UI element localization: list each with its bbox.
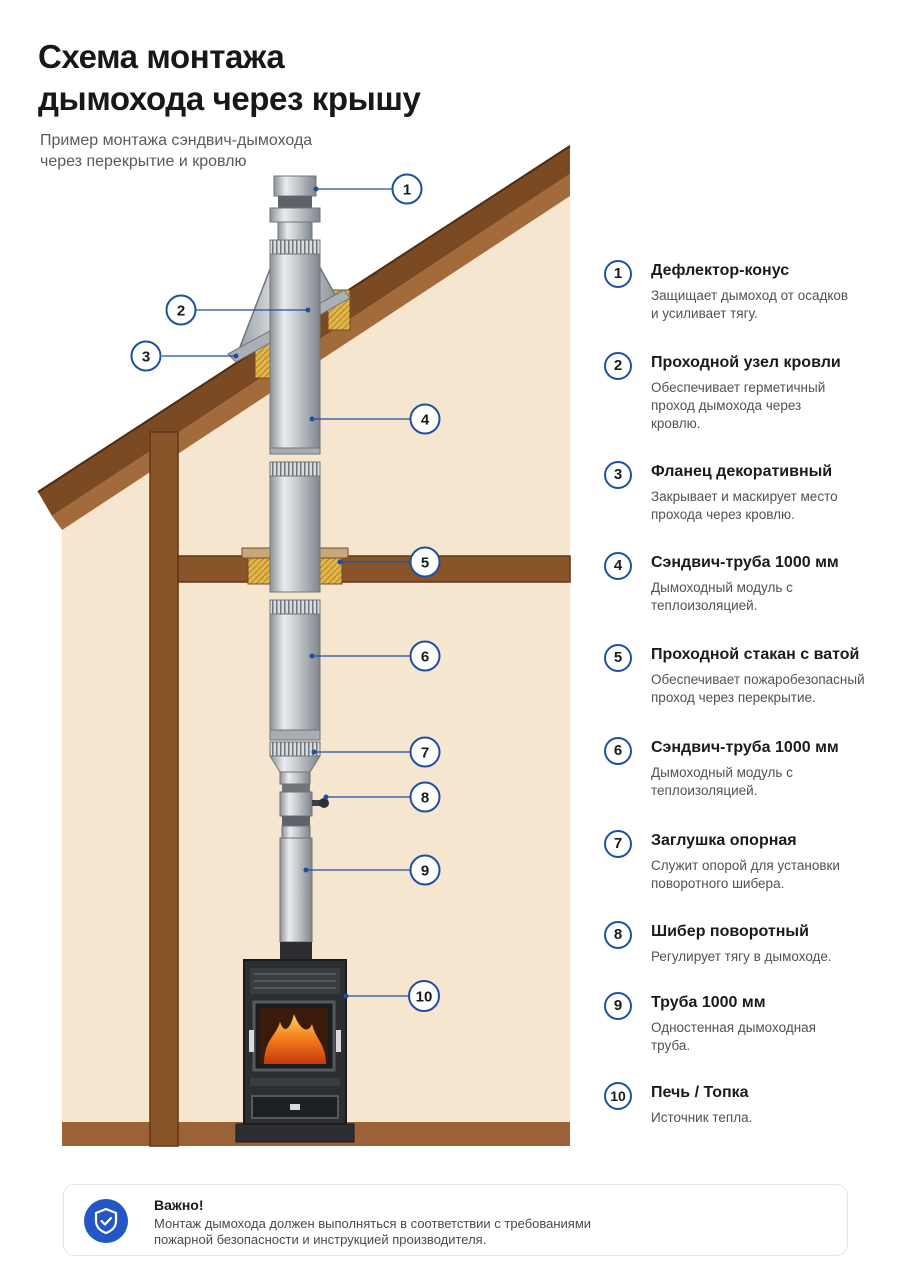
legend-number: 1 [604,260,632,288]
notice-text-line-1: Монтаж дымохода должен выполняться в соо… [154,1216,592,1231]
legend-description: Защищает дымоход от осадков и усиливает … [651,288,849,321]
legend-number: 8 [604,921,632,949]
callout-markers: 1 2 3 4 5 6 [130,173,441,1012]
single-wall-pipe [279,825,313,962]
callout-8: 8 [323,781,441,813]
callout-9-label: 9 [421,863,429,880]
callout-6-label: 6 [421,649,429,666]
legend-description: Закрывает и маскирует место прохода чере… [651,489,838,522]
notice-title: Важно! [154,1197,204,1213]
callout-5: 5 [337,546,441,578]
legend-number: 2 [604,352,632,380]
shield-check-icon [84,1199,128,1243]
legend-title: Проходной узел кровли [651,354,841,371]
stove [235,959,355,1143]
legend-number: 6 [604,737,632,765]
callout-2-label: 2 [177,303,185,320]
rotary-damper [279,784,329,826]
important-notice: Важно! Монтаж дымохода должен выполнятьс… [63,1184,848,1256]
notice-text: Монтаж дымохода должен выполняться в соо… [154,1216,754,1248]
callout-10-label: 10 [416,989,433,1006]
legend-title: Труба 1000 мм [651,994,766,1011]
legend-number: 5 [604,644,632,672]
legend-description: Регулирует тягу в дымоходе. [651,949,832,964]
callout-9: 9 [303,854,441,886]
legend-title: Заглушка опорная [651,832,797,849]
legend-title: Фланец декоративный [651,463,833,480]
legend-title: Дефлектор-конус [651,262,790,279]
legend-number: 10 [604,1082,632,1110]
callout-4: 4 [309,403,441,435]
callout-4-label: 4 [421,412,430,429]
callout-8-label: 8 [421,790,429,807]
callout-3: 3 [130,340,239,372]
legend-title: Сэндвич-труба 1000 мм [651,739,839,756]
fire [264,1014,326,1064]
page-title-line-2: дымохода через крышу [38,80,421,117]
legend-description: Обеспечивает пожаробезопасный проход чер… [651,672,865,705]
legend-description: Служит опорой для установки поворотного … [651,858,840,891]
callout-7: 7 [311,736,441,768]
legend-description: Дымоходный модуль с теплоизоляцией. [651,765,793,798]
page-title-line-1: Схема монтажа [38,38,285,75]
callout-10: 10 [343,980,440,1012]
legend-description: Дымоходный модуль с теплоизоляцией. [651,580,793,613]
legend-description: Источник тепла. [651,1110,753,1125]
support-plug [269,741,321,785]
sandwich-pipe-upper [269,239,321,455]
deflector-cone [269,175,321,241]
legend-number: 9 [604,992,632,1020]
page-title: Схема монтажа дымохода через крышу [38,36,421,120]
legend-number: 4 [604,552,632,580]
legend-description: Обеспечивает герметичный проход дымохода… [651,380,826,431]
callout-1: 1 [313,173,423,205]
legend-title: Проходной стакан с ватой [651,646,860,663]
page-subtitle: Пример монтажа сэндвич-дымохода через пе… [40,130,312,172]
timber-frame [149,431,571,1147]
legend-number: 3 [604,461,632,489]
legend-title: Сэндвич-труба 1000 мм [651,554,839,571]
notice-text-line-2: пожарной безопасности и инструкцией прои… [154,1232,487,1247]
callout-1-label: 1 [403,182,411,199]
callout-6: 6 [309,640,441,672]
page-subtitle-line-2: через перекрытие и кровлю [40,153,247,170]
legend-description: Одностенная дымоходная труба. [651,1020,816,1053]
legend-number: 7 [604,830,632,858]
sandwich-pipe-middle [269,461,321,593]
legend-title: Шибер поворотный [651,923,809,940]
callout-5-label: 5 [421,555,429,572]
callout-2: 2 [165,294,311,326]
legend-title: Печь / Топка [651,1084,749,1101]
callout-3-label: 3 [142,349,150,366]
sandwich-pipe-lower [269,599,321,741]
page-subtitle-line-1: Пример монтажа сэндвич-дымохода [40,132,313,149]
callout-7-label: 7 [421,745,429,762]
